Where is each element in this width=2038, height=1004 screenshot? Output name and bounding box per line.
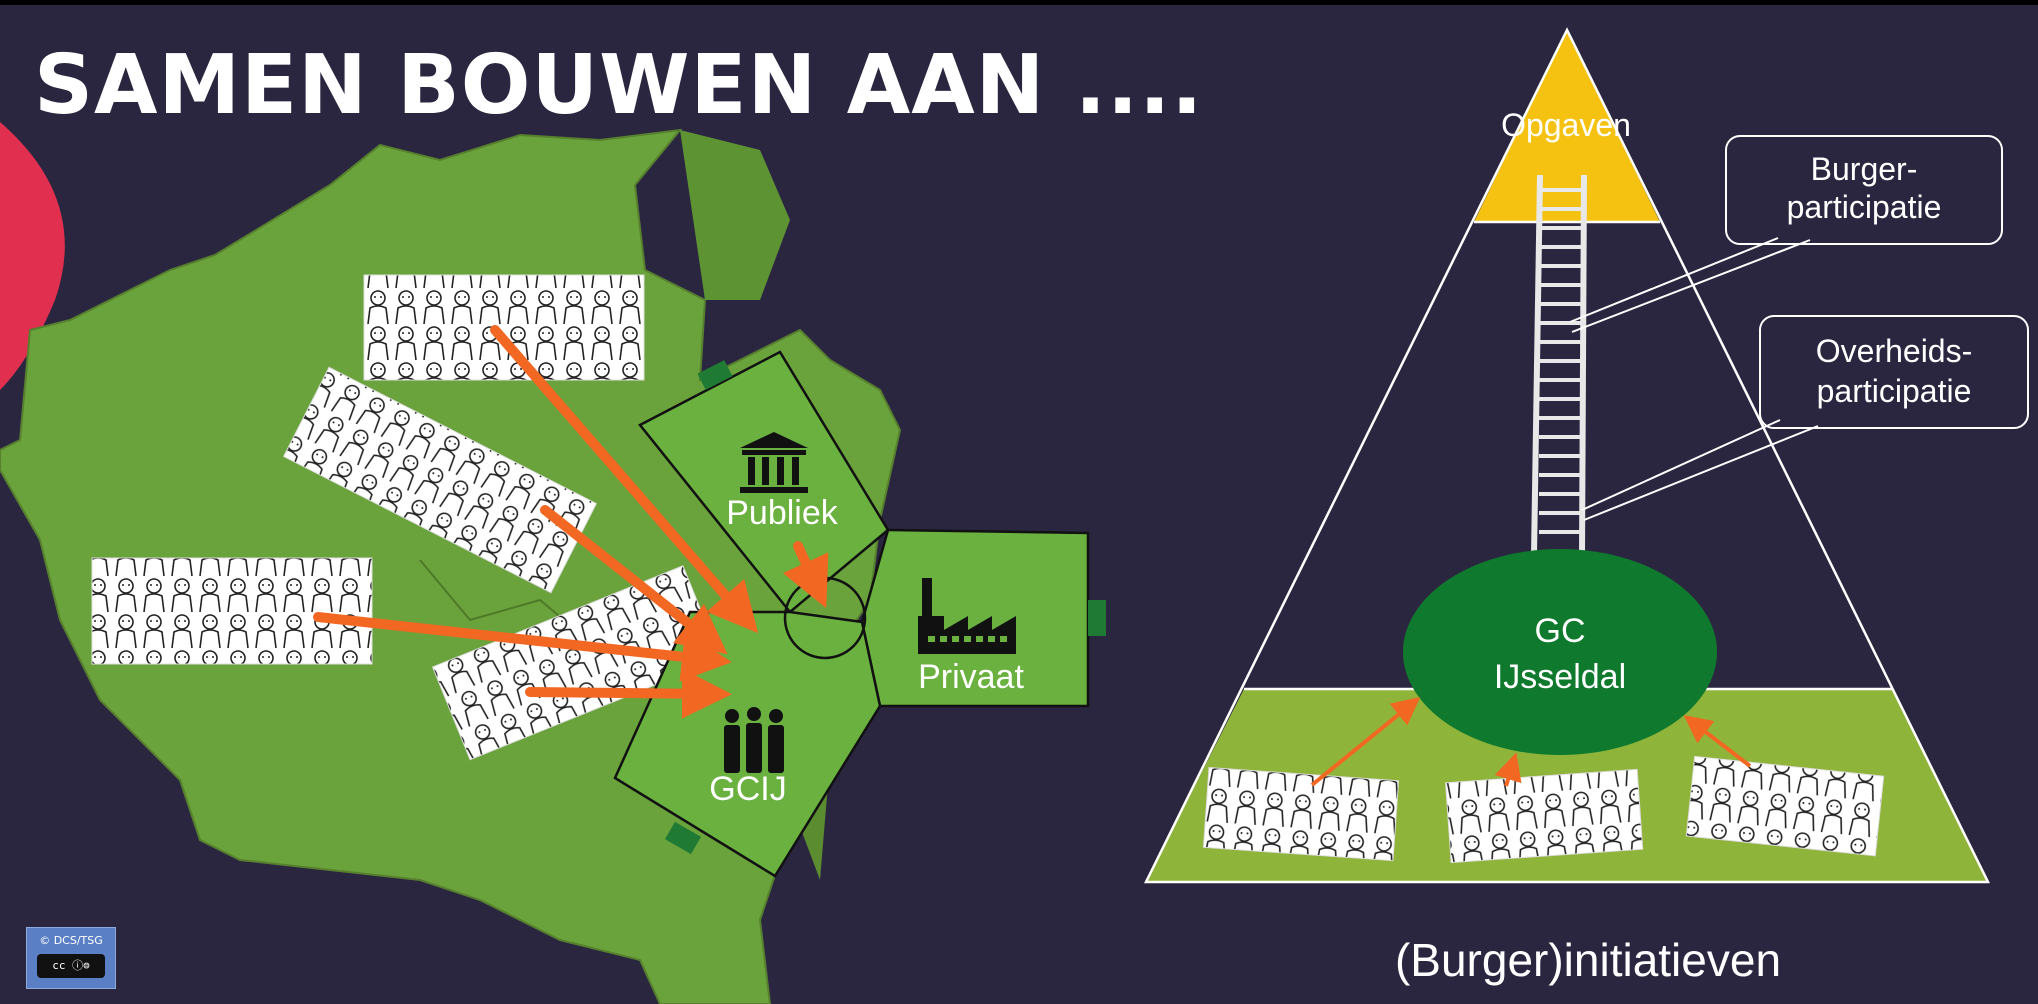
segment-label-publiek: Publiek [726,494,839,532]
creative-commons-icon: cc ⓘ⊜ [37,954,105,978]
base-caption: (Burger)initiatieven [1395,934,1781,986]
segment-privaat [860,528,1106,708]
ellipse-text-line-2: IJsseldal [1494,658,1626,696]
callout-overheidsparticipatie-text: Overheids-participatie [1816,333,1973,409]
callout-burgerparticipatie: Burger-participatie [1569,135,2003,333]
arrow-3 [313,612,732,682]
base-arrow-2 [1494,752,1522,787]
top-border [0,0,2038,5]
segment-label-gcij: GCIJ [709,770,786,808]
copyright-text: © DCS/TSG [39,934,103,947]
red-accent-shape [0,122,65,390]
base-crowd-image-1 [1202,767,1400,862]
callout-burgerparticipatie-text: Burger-participatie [1787,151,1942,225]
pyramid-outline [1143,27,1991,884]
crowd-image-3 [91,557,373,665]
arrows-initiatives-to-gc [1310,696,1752,787]
base-crowd-image-3 [1685,755,1885,857]
institution-icon [740,432,808,493]
base-arrow-3 [1683,715,1752,768]
arrow-publiek [782,541,829,609]
arrow-4 [525,668,732,719]
slide-title: SAMEN BOUWEN AAN .... [34,38,1204,133]
callout2-line-1: Overheids- [1816,333,1973,369]
crowd-image-2 [282,366,598,594]
callout1-line-1: Burger- [1811,151,1918,187]
arrow-1 [490,325,759,634]
callout-overheidsparticipatie: Overheids-participatie [1581,315,2029,521]
crowd-image-1 [363,274,645,381]
gc-ijsseldal-ellipse: GC IJsseldal [1403,549,1717,755]
base-arrow-1 [1310,696,1421,787]
arrows-crowd-to-gcij [313,325,829,719]
factory-icon [918,578,1016,654]
apex-label: Opgaven [1501,107,1631,143]
callout2-line-2: participatie [1817,373,1972,409]
base-crowd-image-2 [1445,768,1644,864]
segment-label-privaat: Privaat [918,658,1024,696]
ellipse-text-line-1: GC [1535,612,1586,650]
ladder-icon [1531,174,1587,556]
cc-license-badge: © DCS/TSG cc ⓘ⊜ [26,927,116,989]
callout1-line-2: participatie [1787,189,1942,225]
pyramid-apex [1474,30,1660,222]
ellipse-label: GC IJsseldal [1494,612,1626,696]
arrow-2 [540,505,728,655]
people-group-icon [724,707,784,773]
